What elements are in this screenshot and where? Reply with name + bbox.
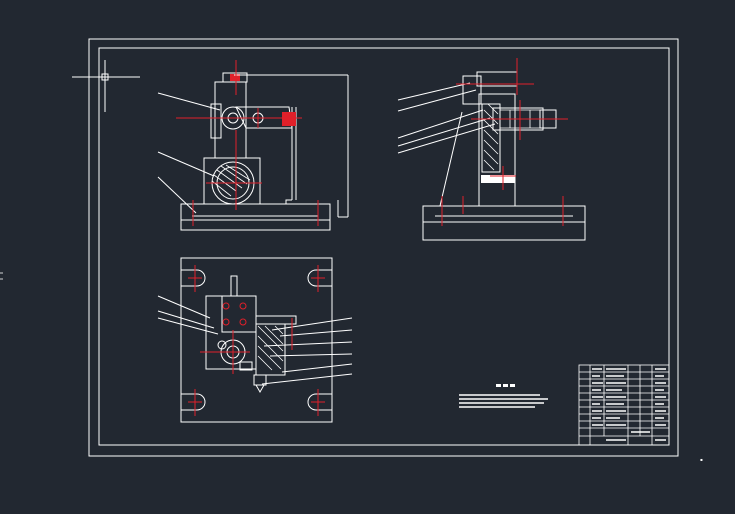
coordinate-marker: ▪ [700,457,703,462]
side-section-view [397,71,586,241]
left-edge-tick [0,272,3,280]
top-plan-view [157,257,353,423]
drawing-frame [88,38,679,457]
side-section-center-lines [441,58,568,226]
top-plan-center-lines [188,265,325,416]
technical-notes [459,384,548,408]
front-elevation-view [157,72,349,231]
crosshair-cursor [72,60,140,112]
front-elevation-center-lines [176,60,319,226]
title-block [578,364,670,446]
